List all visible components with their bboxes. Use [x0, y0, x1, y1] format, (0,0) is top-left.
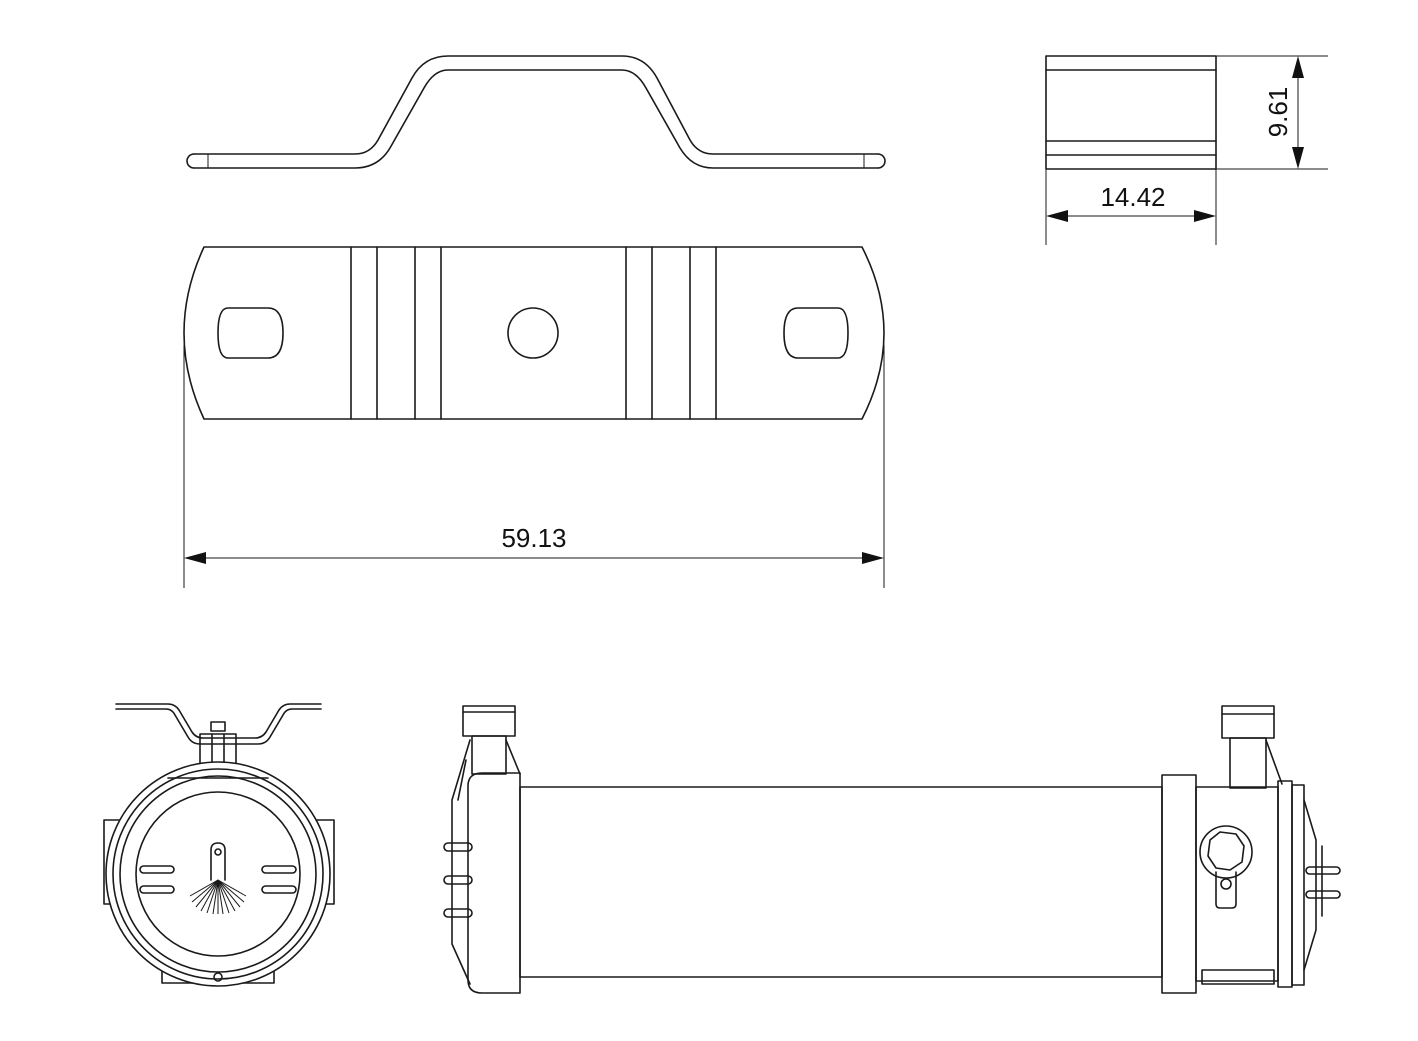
- bracket-top-view: [183, 246, 885, 420]
- bracket-side-view: [186, 55, 886, 169]
- center-hole: [507, 307, 559, 359]
- fixture-side-view: [443, 705, 1341, 994]
- fixture-front-view: [103, 703, 335, 987]
- breather-valve: [1199, 825, 1253, 879]
- bracket-end-view: [1045, 55, 1217, 170]
- dimension-height: 9.61: [1216, 55, 1328, 170]
- mounting-slot-right: [783, 307, 849, 359]
- dimension-label-height: 9.61: [1263, 87, 1293, 138]
- dimension-label-width: 14.42: [1100, 182, 1165, 212]
- dimension-label-length: 59.13: [501, 523, 566, 553]
- mounting-slot-left: [217, 307, 284, 359]
- dimension-length: 59.13: [183, 345, 885, 588]
- dimension-width: 14.42: [1045, 169, 1217, 245]
- ventilation-fan-pattern: [189, 879, 247, 915]
